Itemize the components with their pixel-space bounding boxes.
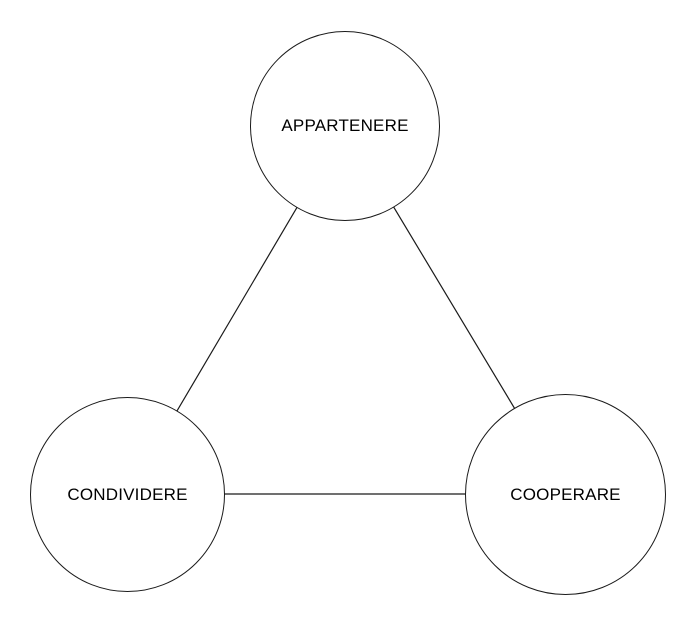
- node-appartenere-label: APPARTENERE: [281, 116, 409, 135]
- node-condividere-label: CONDIVIDERE: [67, 484, 188, 504]
- node-appartenere: APPARTENERE: [250, 31, 440, 221]
- node-condividere: CONDIVIDERE: [30, 397, 225, 592]
- node-cooperare: COOPERARE: [465, 394, 666, 595]
- node-cooperare-label: COOPERARE: [510, 484, 621, 504]
